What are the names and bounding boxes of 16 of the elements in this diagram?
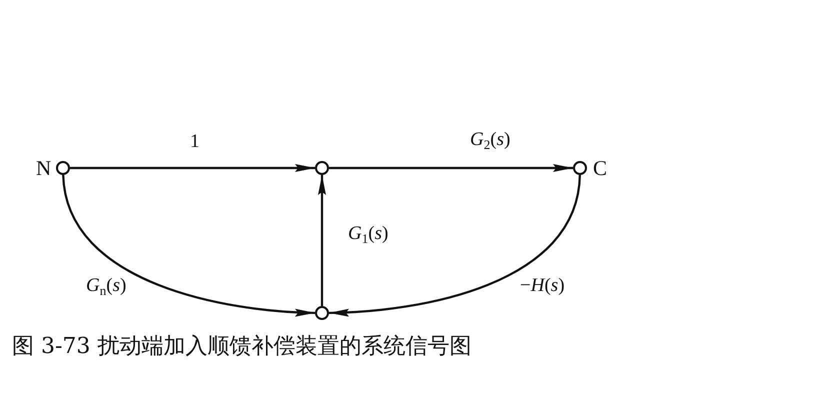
arrow bbox=[329, 164, 573, 172]
edge-label: G$_{n}$(s) bbox=[84, 276, 128, 297]
arrow bbox=[62, 174, 316, 316]
node-circle bbox=[56, 161, 70, 175]
arrow bbox=[328, 174, 581, 316]
node-circle bbox=[315, 306, 329, 320]
figure-caption: 图 3-73 扰动端加入顺馈补偿装置的系统信号图 bbox=[12, 334, 472, 360]
edge-label: −H(s) bbox=[518, 276, 567, 297]
arrow bbox=[318, 175, 326, 306]
edge-label: G$_{1}$(s) bbox=[346, 224, 390, 245]
node-circle bbox=[315, 161, 329, 175]
node-label: N bbox=[36, 158, 52, 179]
arrow bbox=[70, 164, 315, 172]
node-label: C bbox=[593, 158, 608, 179]
edge-label: G$_{2}$(s) bbox=[468, 130, 512, 151]
node-circle bbox=[573, 161, 587, 175]
